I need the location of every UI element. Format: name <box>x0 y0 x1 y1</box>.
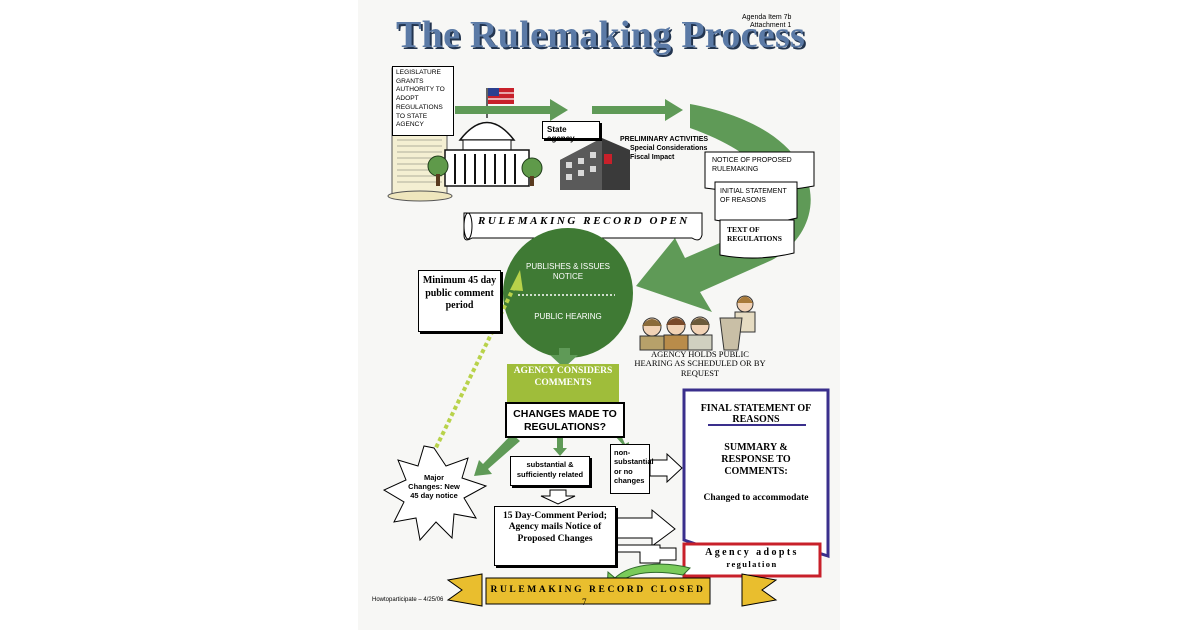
record-open-label: RULEMAKING RECORD OPEN <box>478 215 690 227</box>
circle-top-text: PUBLISHES & ISSUES NOTICE <box>525 262 611 282</box>
arrow-from-15day <box>615 544 677 564</box>
final-statement-title: FINAL STATEMENT OF REASONS <box>700 403 812 425</box>
arrow-to-final-b <box>615 508 676 547</box>
record-closed-banner <box>446 573 778 607</box>
publish-hearing-circle <box>503 228 633 358</box>
arrow-to-considers <box>550 348 578 368</box>
document-stack <box>704 151 815 259</box>
considers-header-text: AGENCY CONSIDERS COMMENTS <box>513 366 613 388</box>
page-number: 7 <box>582 597 587 607</box>
fifteen-day-box: 15 Day-Comment Period; Agency mails Noti… <box>494 506 616 566</box>
flow-arrows-top <box>455 99 683 121</box>
fifteen-day-text: 15 Day-Comment Period; Agency mails Noti… <box>503 511 607 544</box>
major-changes-burst <box>382 445 488 542</box>
comment-period-box: Minimum 45 day public comment period <box>418 270 501 332</box>
notice-doc-text: NOTICE OF PROPOSED RULEMAKING <box>712 157 792 174</box>
non-substantial-text: non-substantial or no changes <box>614 448 654 486</box>
final-changed-text: Changed to accommodate <box>703 493 809 503</box>
substantial-box: substantial & sufficiently related <box>510 456 590 486</box>
footer-left-text: Howtoparticipate – 4/25/06 <box>372 597 444 603</box>
state-agency-box: State agency <box>542 121 600 143</box>
legislature-text: LEGISLATURE GRANTS AUTHORITY TO ADOPT RE… <box>396 69 445 129</box>
record-closed-label: RULEMAKING RECORD CLOSED <box>490 585 706 595</box>
agenda-item-label: Agenda Item 7b <box>742 14 792 21</box>
changes-question-box: CHANGES MADE TO REGULATIONS? <box>505 402 625 438</box>
down-arrow-to-15day <box>540 489 576 505</box>
final-summary-text: SUMMARY & RESPONSE TO COMMENTS: <box>721 442 791 478</box>
attachment-label: Attachment 1 <box>750 22 792 29</box>
public-hearing-caption: AGENCY HOLDS PUBLIC HEARING AS SCHEDULED… <box>634 349 766 378</box>
comment-period-text: Minimum 45 day public comment period <box>422 275 497 311</box>
considers-header-fill <box>507 364 619 402</box>
adopts-line2: regulation <box>726 559 778 569</box>
text-of-regs-text: TEXT OF REGULATIONS <box>727 225 782 244</box>
preliminary-line1: Special Considerations <box>630 145 708 152</box>
preliminary-line2: Fiscal Impact <box>630 154 675 161</box>
circle-bottom-text: PUBLIC HEARING <box>534 312 602 321</box>
major-changes-text: Major Changes: New 45 day notice <box>408 473 460 500</box>
legislature-box: LEGISLATURE GRANTS AUTHORITY TO ADOPT RE… <box>392 66 454 136</box>
arrow-to-final-a <box>649 452 683 484</box>
audience-people-icon <box>639 295 756 351</box>
arrow-to-major <box>474 434 520 476</box>
record-open-banner <box>463 212 703 241</box>
capitol-building-icon <box>427 88 543 187</box>
non-substantial-box: non-substantial or no changes <box>610 444 654 494</box>
office-building-icon <box>560 138 630 190</box>
changes-question-text: CHANGES MADE TO REGULATIONS? <box>513 408 617 434</box>
state-agency-label: State agency <box>547 125 575 143</box>
initial-statement-text: INITIAL STATEMENT OF REASONS <box>720 188 787 205</box>
preliminary-title: PRELIMINARY ACTIVITIES <box>620 136 709 143</box>
adopts-line1: Agency adopts <box>705 547 799 558</box>
page-title: The Rulemaking Process <box>396 14 806 56</box>
substantial-text: substantial & sufficiently related <box>516 460 584 479</box>
